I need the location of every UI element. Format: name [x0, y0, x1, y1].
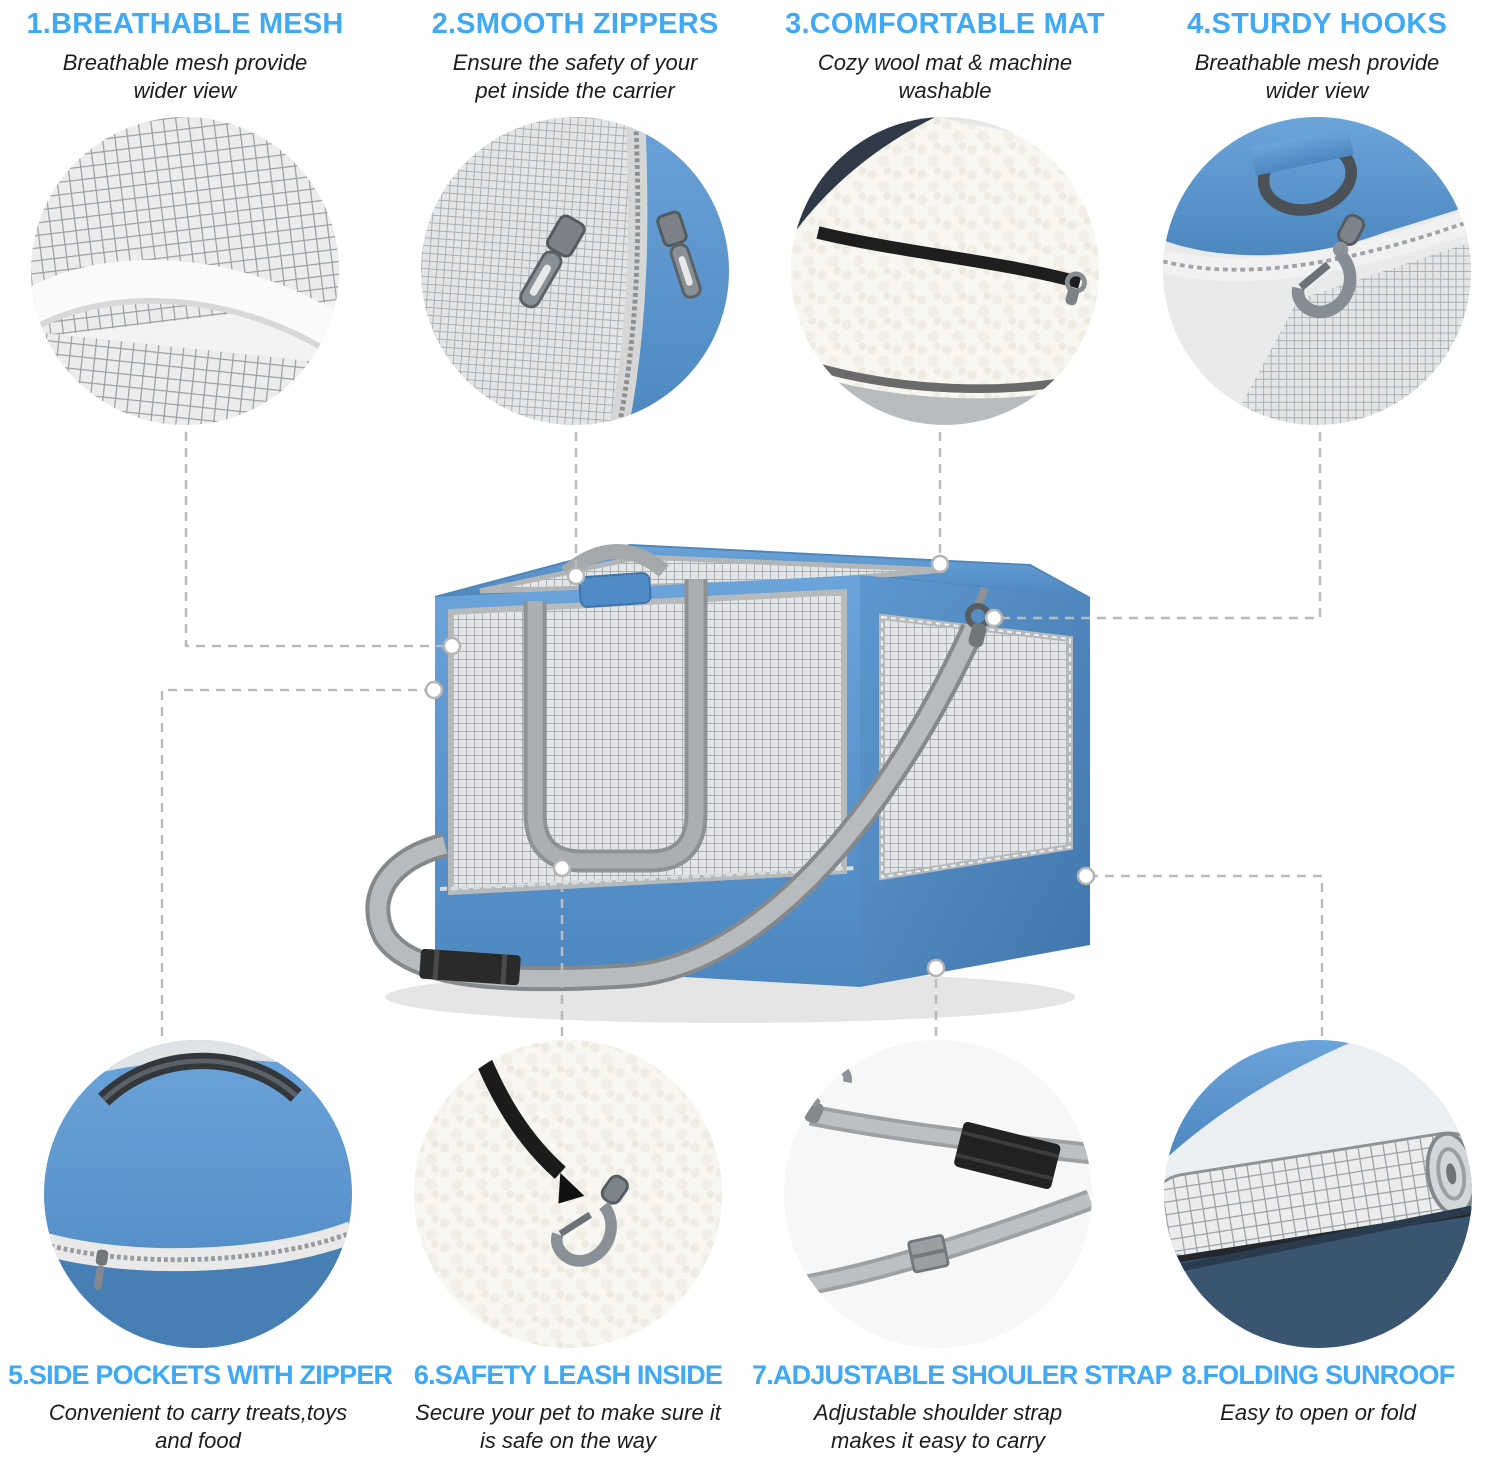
feature-8-title: 8.FOLDING SUNROOF: [1181, 1360, 1456, 1390]
feature-shoulder-strap: 7.ADJUSTABLE SHOULER STRAP Adjustable sh…: [752, 1040, 1173, 1455]
feature-5-desc: Convenient to carry treats,toys and food: [48, 1400, 348, 1454]
feature-7-title: 7.ADJUSTABLE SHOULER STRAP: [752, 1360, 1173, 1390]
shoulder-strap-image: [784, 1040, 1092, 1348]
feature-5-title: 5.SIDE POCKETS WITH ZIPPER: [8, 1360, 393, 1390]
feature-sturdy-hooks: 4.STURDY HOOKS Breathable mesh provide w…: [1134, 8, 1500, 426]
feature-2-title: 2.SMOOTH ZIPPERS: [431, 8, 719, 40]
snap-hook-icon: [1291, 214, 1366, 319]
feature-7-desc: Adjustable shoulder strap makes it easy …: [813, 1400, 1063, 1454]
safety-leash-image: [414, 1040, 722, 1348]
sturdy-hooks-photo: [1163, 117, 1471, 426]
shoulder-strap-photo: [784, 1040, 1092, 1348]
pet-carrier-photo: [330, 515, 1160, 1030]
breathable-mesh-image: [31, 117, 339, 426]
strap-adjuster-icon: [907, 1234, 950, 1274]
zipper-pull-icon: [656, 210, 702, 300]
feature-1-title: 1.BREATHABLE MESH: [26, 8, 344, 40]
feature-side-pockets: 5.SIDE POCKETS WITH ZIPPER Convenient to…: [8, 1040, 393, 1455]
feature-4-title: 4.STURDY HOOKS: [1186, 8, 1448, 40]
breathable-mesh-photo: [31, 117, 339, 426]
feature-8-desc: Easy to open or fold: [1220, 1400, 1416, 1425]
sturdy-hooks-image: [1163, 117, 1471, 426]
leash-hook-icon: [551, 1174, 629, 1267]
smooth-zippers-photo: [421, 117, 729, 426]
comfortable-mat-image: [791, 117, 1099, 426]
shoulder-pad-icon: [954, 1121, 1061, 1190]
feature-folding-sunroof: 8.FOLDING SUNROOF Easy to open or fold: [1138, 1040, 1498, 1427]
feature-6-title: 6.SAFETY LEASH INSIDE: [413, 1360, 723, 1390]
feature-comfortable-mat: 3.COMFORTABLE MAT Cozy wool mat & machin…: [770, 8, 1120, 426]
feature-smooth-zippers: 2.SMOOTH ZIPPERS Ensure the safety of yo…: [392, 8, 758, 426]
feature-safety-leash: 6.SAFETY LEASH INSIDE Secure your pet to…: [398, 1040, 738, 1455]
side-pockets-image: [44, 1040, 352, 1348]
side-pockets-photo: [44, 1040, 352, 1348]
smooth-zippers-image: [421, 117, 729, 426]
comfortable-mat-photo: [791, 117, 1099, 426]
feature-4-desc: Breathable mesh provide wider view: [1194, 50, 1440, 104]
feature-breathable-mesh: 1.BREATHABLE MESH Breathable mesh provid…: [8, 8, 362, 426]
folding-sunroof-photo: [1164, 1040, 1472, 1348]
leash-clip-icon: [1064, 271, 1087, 306]
zipper-pull-icon: [94, 1249, 109, 1290]
feature-1-desc: Breathable mesh provide wider view: [62, 50, 308, 104]
feature-3-desc: Cozy wool mat & machine washable: [817, 50, 1073, 104]
feature-3-title: 3.COMFORTABLE MAT: [785, 8, 1105, 40]
zipper-pull-icon: [519, 214, 586, 309]
d-ring-icon: [1250, 127, 1357, 217]
feature-2-desc: Ensure the safety of your pet inside the…: [452, 50, 698, 104]
pet-carrier-image: [365, 543, 1091, 1023]
folding-sunroof-image: [1164, 1040, 1472, 1348]
feature-6-desc: Secure your pet to make sure it is safe …: [415, 1400, 721, 1454]
safety-leash-photo: [414, 1040, 722, 1348]
